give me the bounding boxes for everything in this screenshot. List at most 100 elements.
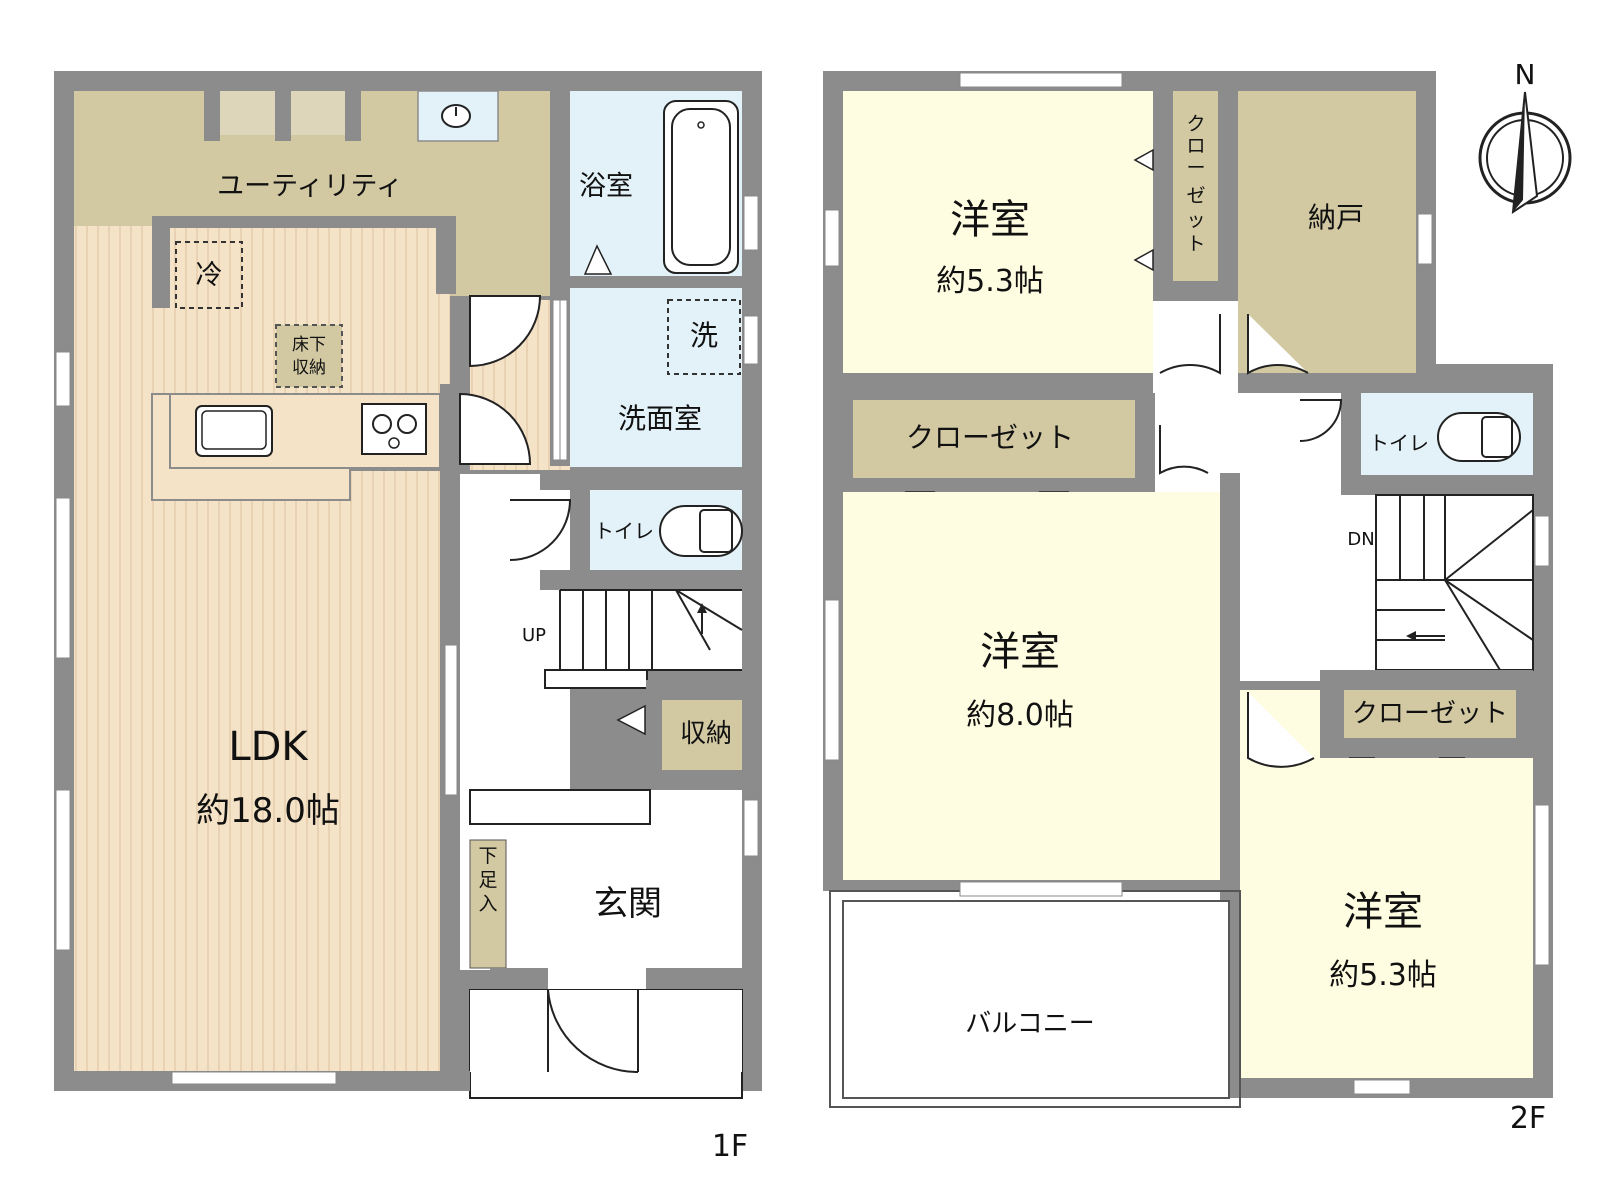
fridge-wall [152, 216, 170, 308]
stairs-1f-landing-wall [544, 669, 648, 689]
entrance-door-arc [547, 989, 639, 1074]
stairs-1f-arrowhead [697, 603, 707, 613]
entrance-east-window [743, 799, 759, 857]
nando-label: 納戸 [1308, 201, 1364, 234]
fridge-label: 冷 [196, 260, 223, 291]
balcony [842, 900, 1230, 1099]
stairs-1f-treads [559, 589, 743, 671]
room-nw-west-window [824, 209, 840, 267]
room-center-west-window [824, 599, 840, 761]
room-nw-north-window [959, 72, 1123, 88]
closet-se [1344, 690, 1516, 738]
closet-nw-label-2: ロ [1186, 135, 1205, 157]
stove-icon [361, 403, 427, 455]
bathtub [663, 100, 739, 274]
ldk-west-window-1 [55, 351, 71, 407]
fridge-space [175, 241, 243, 309]
underfloor-storage [275, 324, 343, 388]
room-center-label: 洋室 [980, 629, 1060, 675]
room-nw-size-label: 約5.3帖 [936, 264, 1044, 299]
ldk-east-window [444, 644, 458, 796]
floor-1 [54, 71, 762, 1099]
toilet-2f-wall-left [1341, 393, 1361, 495]
toilet-2f-label: トイレ [1369, 431, 1429, 455]
toilet-1f-wall-left [570, 488, 590, 578]
floor1-label: 1F [712, 1129, 748, 1164]
underfloor-label-1: 床下 [292, 335, 326, 355]
hall-door-arc [459, 392, 532, 465]
washroom-label: 洗面室 [618, 402, 702, 435]
porch [470, 990, 742, 1072]
closet-se-wall [1320, 670, 1533, 690]
room-se-east-window [1534, 804, 1550, 966]
shoe-box-label-1: 下 [478, 845, 497, 867]
toilet-1f-wall-bottom [540, 570, 742, 590]
washroom-east-window [743, 315, 759, 365]
storage-label: 収納 [680, 719, 732, 749]
toilet-1f-wall-top [540, 474, 742, 490]
kitchen-sink-inner [201, 410, 267, 450]
bath-drain-icon [697, 121, 705, 129]
closet-se-label: クローゼット [1352, 699, 1508, 729]
ldk-east-upper-wall [436, 216, 456, 294]
entrance-label: 玄関 [594, 884, 662, 924]
bath-door-icon [583, 244, 613, 275]
utility-label: ユーティリティ [217, 171, 403, 202]
labels: ユーティリティ 浴室 洗 洗面室 冷 床下 収納 トイレ UP 収納 LDK 約… [196, 58, 1547, 1164]
room-center-east-wall [1220, 473, 1240, 901]
room-nw-bottom-wall [823, 373, 1153, 393]
bath-label: 浴室 [579, 171, 633, 202]
utility-pier-1 [204, 91, 220, 141]
kitchen-east-wall [440, 384, 460, 474]
shoe-box-label-3: 入 [478, 893, 497, 915]
room-nw-door-arc [1159, 314, 1221, 375]
washroom [570, 287, 742, 467]
ldk-label: LDK [228, 724, 309, 770]
closet-mid-wall-bottom [843, 478, 1153, 492]
closet-se-wall-bottom [1320, 738, 1533, 758]
nando-door-arc [1247, 314, 1309, 375]
closet-mid-door-arc [1159, 425, 1209, 475]
toilet-2f-wall-bottom [1341, 475, 1533, 495]
closet-nw-label-1: ク [1186, 113, 1205, 135]
toilet-2f-bowl [1437, 412, 1521, 462]
ldk-west-window-3 [55, 789, 71, 951]
kitchen-sink-icon [195, 405, 273, 457]
utility-pier-3 [345, 91, 361, 141]
room-se-south-window [1353, 1079, 1411, 1095]
toilet-1f-label: トイレ [594, 519, 654, 543]
closet-nw [1173, 91, 1218, 281]
utility-shelf-1 [220, 91, 275, 135]
compass-icon [1478, 91, 1572, 215]
dn-label: DN [1347, 529, 1374, 550]
compass-north-label: N [1515, 58, 1536, 91]
bathtub-inner [671, 108, 731, 266]
toilet-2f-tank [1481, 416, 1513, 458]
closet-nw-label-4: ゼ [1186, 185, 1205, 207]
closet-nw-door-2 [1133, 248, 1154, 272]
room-nw [843, 91, 1153, 373]
stairs-2f-arrowhead [1406, 631, 1416, 641]
burner-3-icon [388, 437, 400, 449]
washer-space [667, 299, 741, 375]
entrance-wall-gap [548, 968, 646, 990]
room-se [1240, 758, 1533, 1078]
toilet-door-arc-1f [509, 499, 572, 561]
underfloor-label-2: 収納 [292, 358, 326, 378]
utility-sink [417, 90, 499, 142]
burner-2-icon [397, 414, 417, 434]
shoe-box [469, 839, 507, 969]
bath-east-window [743, 195, 759, 251]
toilet-2f-door-arc [1299, 399, 1343, 442]
burner-1-icon [372, 414, 392, 434]
closet-mid [853, 400, 1135, 478]
room-se-door-arc [1247, 692, 1315, 768]
room-se-size-label: 約5.3帖 [1329, 958, 1437, 993]
closet-nw-door-1 [1133, 148, 1154, 172]
closet-nw-label-3: ー [1186, 157, 1205, 179]
utility-door-arc [469, 295, 542, 368]
stairs-east-window [1534, 515, 1550, 567]
nando-east-window [1417, 213, 1433, 265]
floor-2 [823, 71, 1553, 1108]
room-center [843, 492, 1220, 880]
